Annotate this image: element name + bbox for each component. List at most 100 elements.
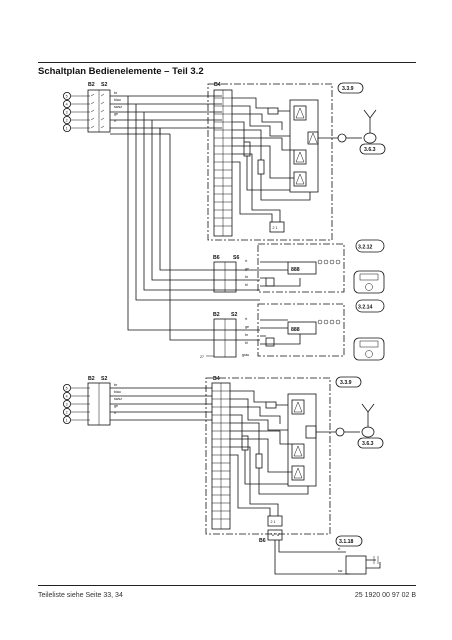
- svg-text:br: br: [114, 383, 118, 387]
- lower-sensor: rt sw: [338, 547, 381, 575]
- svg-text:B6: B6: [259, 538, 266, 544]
- footer-parts-reference: Teileliste siehe Seite 33, 34: [38, 592, 123, 599]
- input-terminal-4: 4: [63, 100, 72, 109]
- lower-input-terminal-2: 2: [63, 407, 72, 416]
- svg-text:rt: rt: [245, 317, 247, 321]
- ref-label-c: [355, 239, 385, 253]
- upper-control-circuit: 2 1: [232, 97, 319, 233]
- svg-text:B4: B4: [214, 82, 221, 88]
- svg-text:4: 4: [66, 394, 68, 398]
- lower-main-wires: [110, 387, 212, 421]
- svg-text:B4: B4: [213, 376, 220, 382]
- device-icon-1: [353, 270, 385, 294]
- svg-text:blau: blau: [114, 390, 121, 394]
- svg-text:4: 4: [66, 102, 68, 106]
- input-terminal-1: 1: [63, 124, 72, 133]
- svg-text:br: br: [114, 91, 118, 95]
- svg-text:grau: grau: [242, 353, 249, 357]
- input-terminal-3: 3: [63, 108, 72, 117]
- upper-bus-wire-6: [110, 128, 170, 135]
- svg-text:swsz: swsz: [114, 105, 122, 109]
- lower-wire-labels: br blau swsz ge rt: [114, 383, 122, 415]
- svg-text:sw: sw: [338, 569, 343, 573]
- connector-b6-s6: B6 S6 rt ge br bl: [213, 255, 249, 293]
- svg-text:br: br: [245, 275, 249, 279]
- page-title: Schaltplan Bedienelemente – Teil 3.2: [38, 66, 204, 77]
- svg-text:S2: S2: [101, 376, 107, 382]
- lower-input-terminal-5: 5: [63, 383, 72, 392]
- svg-text:ge: ge: [114, 112, 118, 116]
- svg-text:swsz: swsz: [114, 397, 122, 401]
- svg-text:3: 3: [66, 402, 68, 406]
- svg-text:1: 1: [66, 418, 68, 422]
- svg-text:2 1: 2 1: [271, 520, 276, 524]
- svg-text:3: 3: [66, 110, 68, 114]
- lower-input-terminals: 5 4 3 2 1: [63, 383, 90, 424]
- svg-text:rt: rt: [338, 547, 340, 551]
- svg-text:888: 888: [291, 267, 300, 273]
- connector-b2-s2-upper: B2 S2: [87, 82, 111, 133]
- upper-wire-labels: br blau swsz ge rt: [114, 91, 122, 123]
- display-module-1: 888: [257, 243, 345, 293]
- svg-text:5: 5: [66, 386, 68, 390]
- svg-text:5: 5: [66, 94, 68, 98]
- lower-input-terminal-1: 1: [63, 415, 72, 424]
- ref-label-d: [355, 299, 385, 313]
- device-icon-2: [353, 337, 385, 361]
- svg-text:2 1: 2 1: [273, 226, 278, 230]
- svg-text:ge: ge: [114, 404, 118, 408]
- lower-reference-labels: 3.3.9 3.6.3 3.1.18: [335, 376, 384, 547]
- lower-input-terminal-4: 4: [63, 391, 72, 400]
- svg-text:B2: B2: [88, 82, 95, 88]
- input-terminal-2: 2: [63, 116, 72, 125]
- top-rule: [38, 62, 416, 63]
- svg-text:br: br: [245, 333, 249, 337]
- svg-text:ge: ge: [245, 267, 249, 271]
- svg-text:S6: S6: [233, 255, 239, 261]
- input-terminal-5: 5: [63, 92, 72, 101]
- svg-text:3.1.18: 3.1.18: [339, 539, 354, 545]
- bottom-rule: [38, 585, 416, 586]
- lower-connector-b4: B4: [211, 376, 231, 530]
- svg-text:3.6.3: 3.6.3: [364, 147, 376, 153]
- svg-text:2: 2: [66, 410, 68, 414]
- svg-text:rt: rt: [245, 259, 247, 263]
- svg-text:3.2.12: 3.2.12: [358, 245, 373, 251]
- upper-wiring-diagram: 5 4 3 2 1 B2 S2 br blau swsz ge rt: [63, 82, 386, 361]
- svg-text:S2: S2: [231, 312, 237, 318]
- svg-text:3.6.3: 3.6.3: [362, 441, 374, 447]
- lower-connector-b2-s2: B2 S2: [87, 376, 111, 426]
- upper-bus-wires: [127, 96, 260, 341]
- svg-text:bl: bl: [245, 341, 248, 345]
- svg-text:blau: blau: [114, 98, 121, 102]
- upper-reference-labels: 3.3.9 3.6.3: [337, 82, 386, 155]
- connector-b4-upper: B4: [213, 82, 233, 237]
- lower-control-circuit: 2 1: [230, 390, 317, 527]
- svg-text:B2: B2: [88, 376, 95, 382]
- svg-text:ge: ge: [245, 325, 249, 329]
- footer-document-number: 25 1920 00 97 02 B: [354, 592, 416, 599]
- upper-control-enclosure: [207, 83, 333, 241]
- lower-external-device: [316, 403, 375, 438]
- display-module-2: 888: [257, 303, 345, 357]
- lower-connector-b6: B6: [259, 529, 350, 575]
- svg-text:3.2.14: 3.2.14: [358, 305, 373, 311]
- svg-text:1: 1: [66, 126, 68, 130]
- connector-b2-s2-lower: B2 S2 rt ge br bl grau 27: [200, 312, 249, 359]
- svg-text:3.3.9: 3.3.9: [340, 380, 352, 386]
- svg-text:888: 888: [291, 327, 300, 333]
- upper-external-device: [318, 109, 377, 144]
- svg-text:rt: rt: [114, 119, 116, 123]
- svg-text:2: 2: [66, 118, 68, 122]
- svg-text:27: 27: [200, 355, 204, 359]
- svg-text:B2: B2: [213, 312, 220, 318]
- svg-text:rt: rt: [114, 411, 116, 415]
- svg-text:S2: S2: [101, 82, 107, 88]
- lower-input-terminal-3: 3: [63, 399, 72, 408]
- svg-text:B6: B6: [213, 255, 220, 261]
- upper-main-wires: [110, 95, 222, 129]
- svg-text:bl: bl: [245, 283, 248, 287]
- svg-text:3.3.9: 3.3.9: [342, 86, 354, 92]
- lower-wiring-diagram: 5 4 3 2 1 B2 S2 br blau swsz ge rt B4: [63, 376, 384, 575]
- upper-input-terminals: 5 4 3 2 1: [63, 92, 90, 133]
